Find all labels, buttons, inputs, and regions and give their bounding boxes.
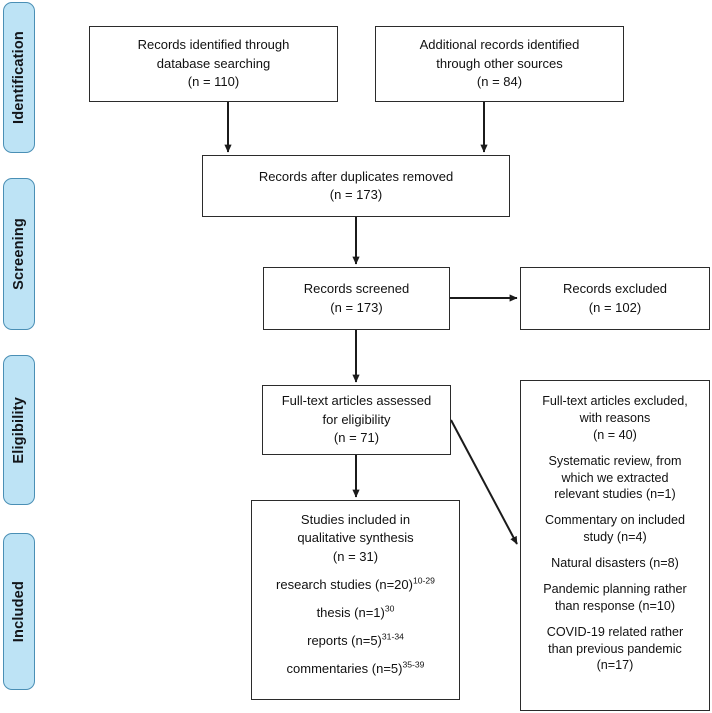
records-excluded-count: (n = 102) [588,299,642,315]
detail-research-text: research studies (n=20) [276,577,413,593]
stage-label-eligibility: Eligibility [11,396,27,464]
box-fulltext-excluded: Full-text articles excluded, with reason… [520,380,710,711]
box-studies-included: Studies included in qualitative synthesi… [251,500,460,700]
records-identified-line2: database searching [156,55,271,71]
reason-covid19-line1: COVID-19 related rather [546,624,684,639]
reason-commentary-line1: Commentary on included [544,513,685,528]
stage-pill-identification: Identification [3,2,35,153]
studies-included-line2: qualitative synthesis [297,530,414,546]
records-identified-line1: Records identified through [137,37,290,53]
records-screened-count: (n = 173) [330,299,383,315]
reason-group-systematic-review: Systematic review, from which we extract… [527,453,703,504]
studies-included-detail-thesis: thesis (n=1)30 [317,605,395,622]
stage-label-included: Included [11,580,27,643]
reason-pandemic-planning-line1: Pandemic planning rather [543,581,687,596]
detail-research-refs: 10-29 [412,576,435,587]
arrow-fulltext-to-excluded [450,419,518,545]
detail-commentaries-text: commentaries (n=5) [286,661,403,677]
after-duplicates-line1: Records after duplicates removed [258,168,454,184]
stage-label-identification: Identification [11,30,27,125]
after-duplicates-count: (n = 173) [329,187,383,202]
fulltext-assessed-line2: for eligibility [322,411,391,427]
fulltext-excluded-line1: Full-text articles excluded, [542,394,688,408]
reason-pandemic-planning-line2: than response (n=10) [554,598,676,613]
fulltext-excluded-line2: with reasons [579,410,651,425]
additional-records-line1: Additional records identified [419,37,580,53]
reason-systematic-line3: relevant studies (n=1) [554,487,676,502]
box-records-excluded: Records excluded (n = 102) [520,267,710,330]
fulltext-excluded-count: (n = 40) [593,427,637,442]
stage-label-screening: Screening [11,218,27,290]
reason-systematic-line1: Systematic review, from [548,453,682,468]
reason-covid19-line3: (n=17) [596,658,634,673]
detail-reports-text: reports (n=5) [307,633,382,649]
reason-natural-disasters-line1: Natural disasters (n=8) [551,556,679,570]
detail-thesis-text: thesis (n=1) [316,605,385,621]
studies-included-detail-research: research studies (n=20)10-29 [276,577,435,594]
stage-pill-screening: Screening [3,178,35,330]
box-additional-records: Additional records identified through ot… [375,26,624,102]
stage-pill-eligibility: Eligibility [3,355,35,505]
reason-covid19-line2: than previous pandemic [548,641,682,656]
reason-group-pandemic-planning: Pandemic planning rather than response (… [527,581,703,615]
box-records-screened: Records screened (n = 173) [263,267,450,330]
stage-pill-included: Included [3,533,35,690]
studies-included-detail-commentaries: commentaries (n=5)35-39 [286,659,425,678]
studies-included-count: (n = 31) [332,548,379,564]
studies-included-detail-reports: reports (n=5)31-34 [307,633,404,650]
box-records-after-duplicates: Records after duplicates removed (n = 17… [202,155,510,217]
reason-systematic-line2: which we extracted [561,470,669,485]
additional-records-line2: through other sources [436,55,563,71]
records-excluded-line1: Records excluded [562,281,668,297]
fulltext-assessed-count: (n = 71) [333,430,380,446]
detail-thesis-refs: 30 [384,603,395,614]
fulltext-assessed-line1: Full-text articles assessed [281,393,432,409]
additional-records-count: (n = 84) [476,74,523,90]
reason-group-header: Full-text articles excluded, with reason… [527,393,703,444]
records-screened-line1: Records screened [303,281,410,297]
reason-commentary-line2: study (n=4) [583,530,647,545]
box-fulltext-assessed: Full-text articles assessed for eligibil… [262,385,451,455]
box-records-identified: Records identified through database sear… [89,26,338,102]
reason-group-covid19: COVID-19 related rather than previous pa… [527,624,703,675]
records-identified-count: (n = 110) [187,74,240,90]
reason-group-commentary: Commentary on included study (n=4) [527,512,703,546]
reason-group-natural-disasters: Natural disasters (n=8) [527,555,703,572]
detail-reports-refs: 31-34 [381,631,404,642]
studies-included-line1: Studies included in [300,512,411,527]
detail-commentaries-refs: 35-39 [402,659,425,670]
